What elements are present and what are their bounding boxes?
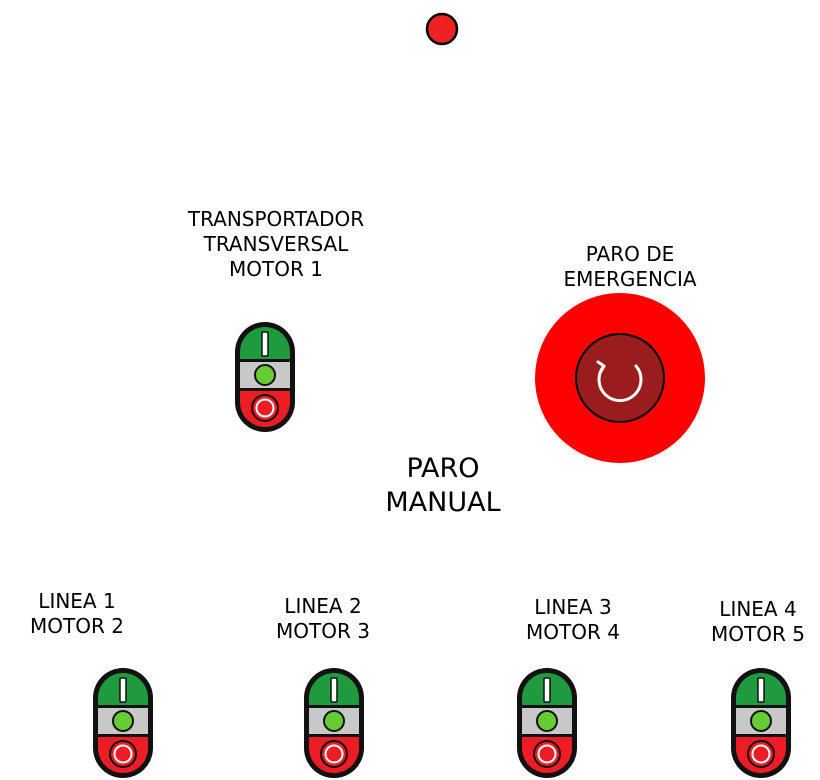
station-label-linea-3: LINEA 3 MOTOR 4 — [526, 595, 620, 644]
station-label-linea-4: LINEA 4 MOTOR 5 — [711, 597, 805, 646]
rotate-reset-icon — [596, 360, 643, 403]
start-stop-pushbutton-motor-5[interactable] — [729, 666, 793, 780]
start-stop-pushbutton-icon[interactable] — [515, 666, 579, 780]
start-stop-pushbutton-icon[interactable] — [233, 320, 297, 434]
start-stop-pushbutton-motor-1[interactable] — [233, 320, 297, 434]
start-stop-pushbutton-icon[interactable] — [729, 666, 793, 780]
station-label-linea-2: LINEA 2 MOTOR 3 — [276, 594, 370, 643]
emergency-stop-label: PARO DE EMERGENCIA — [563, 242, 697, 291]
station-label-transportador: TRANSPORTADOR TRANSVERSAL MOTOR 1 — [187, 207, 365, 281]
station-label-linea-1: LINEA 1 MOTOR 2 — [30, 589, 124, 638]
start-stop-pushbutton-motor-2[interactable] — [91, 666, 155, 780]
emergency-stop-button[interactable] — [532, 290, 708, 466]
start-stop-pushbutton-icon[interactable] — [302, 666, 366, 780]
start-stop-pushbutton-motor-3[interactable] — [302, 666, 366, 780]
manual-stop-label: PARO MANUAL — [385, 453, 501, 518]
red-pilot-light-icon — [425, 12, 459, 46]
start-stop-pushbutton-icon[interactable] — [91, 666, 155, 780]
start-stop-pushbutton-motor-4[interactable] — [515, 666, 579, 780]
status-indicator-lamp — [425, 12, 459, 46]
